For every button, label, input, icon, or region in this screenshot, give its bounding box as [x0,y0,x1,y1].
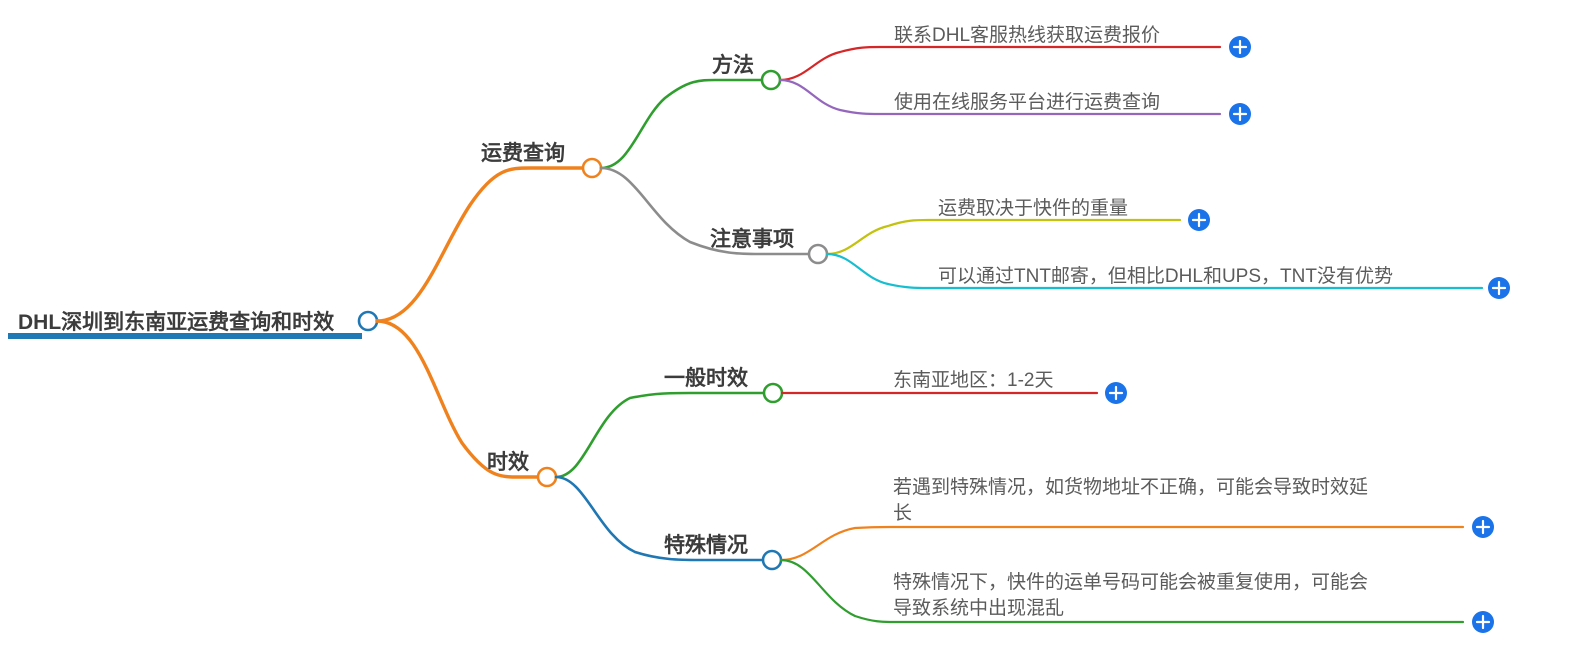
branch-node-zhuyishixiang[interactable]: 注意事项 [710,227,829,265]
leaf-dongnanya[interactable]: 东南亚地区：1-2天 [780,369,1127,404]
leaf-line-yunfeizhongliang [825,218,1182,256]
plus-button-teshuqingkuangxia[interactable] [1472,611,1494,633]
link-root-to-yunfeichaxun [375,166,585,323]
leaf-yunfeizhongliang[interactable]: 运费取决于快件的重量 [825,197,1210,256]
leaf-label-teshuqingkuangxia: 特殊情况下，快件的运单号码可能会被重复使用，可能会 导致系统中出现混乱 [893,571,1373,619]
branch-node-circle-teshuqingkuang[interactable] [761,549,783,571]
branch-label-yibanshixiao: 一般时效 [664,366,748,390]
leaf-line-ruoyudao [779,525,1465,562]
leaf-label-yunfeizhongliang: 运费取决于快件的重量 [938,197,1128,219]
leaf-label-ruoyudao-line1: 若遇到特殊情况，如货物地址不正确，可能会导致时效延 [893,476,1368,498]
leaf-label-zaixianfuwu: 使用在线服务平台进行运费查询 [894,91,1160,113]
branch-label-shixiao: 时效 [487,450,529,474]
leaf-line-tntyouji [825,252,1484,290]
plus-button-dongnanya[interactable] [1105,382,1127,404]
branch-node-circle-yibanshixiao[interactable] [762,382,784,404]
leaf-label-lianxidhl: 联系DHL客服热线获取运费报价 [894,24,1160,46]
leaf-label-ruoyudao-line2: 长 [893,502,912,524]
leaf-label-teshuqingkuangxia-line2: 导致系统中出现混乱 [893,597,1064,619]
branch-node-teshuqingkuang[interactable]: 特殊情况 [664,533,783,571]
branch-node-circle-fangfa[interactable] [760,69,782,91]
plus-button-yunfeizhongliang[interactable] [1188,209,1210,231]
leaf-line-lianxidhl [778,45,1222,82]
link-yunfeichaxun-to-fangfa [599,78,764,170]
leaf-label-ruoyudao: 若遇到特殊情况，如货物地址不正确，可能会导致时效延 长 [893,476,1373,524]
branch-node-fangfa[interactable]: 方法 [712,53,782,91]
link-shixiao-to-teshuqingkuang [554,475,765,562]
branch-node-yunfeichaxun[interactable]: 运费查询 [481,141,603,179]
branch-label-teshuqingkuang: 特殊情况 [664,533,748,557]
leaf-teshuqingkuangxia[interactable]: 特殊情况下，快件的运单号码可能会被重复使用，可能会 导致系统中出现混乱 [779,558,1494,633]
leaf-line-teshuqingkuangxia [779,558,1465,624]
branch-label-fangfa: 方法 [712,53,754,77]
branch-node-shixiao[interactable]: 时效 [487,450,558,488]
plus-button-ruoyudao[interactable] [1472,516,1494,538]
branch-node-circle-zhuyishixiang[interactable] [807,243,829,265]
leaf-zaixianfuwu[interactable]: 使用在线服务平台进行运费查询 [778,78,1251,125]
branch-node-circle-shixiao[interactable] [536,466,558,488]
leaf-lianxidhl[interactable]: 联系DHL客服热线获取运费报价 [778,24,1251,82]
leaf-label-tntyouji: 可以通过TNT邮寄，但相比DHL和UPS，TNT没有优势 [938,265,1393,287]
root-label: DHL深圳到东南亚运费查询和时效 [18,310,334,334]
plus-button-lianxidhl[interactable] [1229,36,1251,58]
leaf-tntyouji[interactable]: 可以通过TNT邮寄，但相比DHL和UPS，TNT没有优势 [825,252,1510,299]
leaf-label-teshuqingkuangxia-line1: 特殊情况下，快件的运单号码可能会被重复使用，可能会 [893,571,1368,593]
branch-node-yibanshixiao[interactable]: 一般时效 [664,366,784,404]
leaf-line-zaixianfuwu [778,78,1222,116]
branch-node-circle-yunfeichaxun[interactable] [581,157,603,179]
link-root-to-shixiao [375,319,540,479]
root-node-circle[interactable] [357,310,379,332]
root-node-group[interactable]: DHL深圳到东南亚运费查询和时效 [8,310,379,339]
link-shixiao-to-yibanshixiao [554,391,766,479]
branch-label-yunfeichaxun: 运费查询 [481,141,565,165]
link-yunfeichaxun-to-zhuyishixiang [599,166,811,256]
leaf-ruoyudao[interactable]: 若遇到特殊情况，如货物地址不正确，可能会导致时效延 长 [779,476,1494,562]
branch-label-zhuyishixiang: 注意事项 [710,227,794,251]
plus-button-tntyouji[interactable] [1488,277,1510,299]
plus-button-zaixianfuwu[interactable] [1229,103,1251,125]
leaf-label-dongnanya: 东南亚地区：1-2天 [893,369,1053,391]
